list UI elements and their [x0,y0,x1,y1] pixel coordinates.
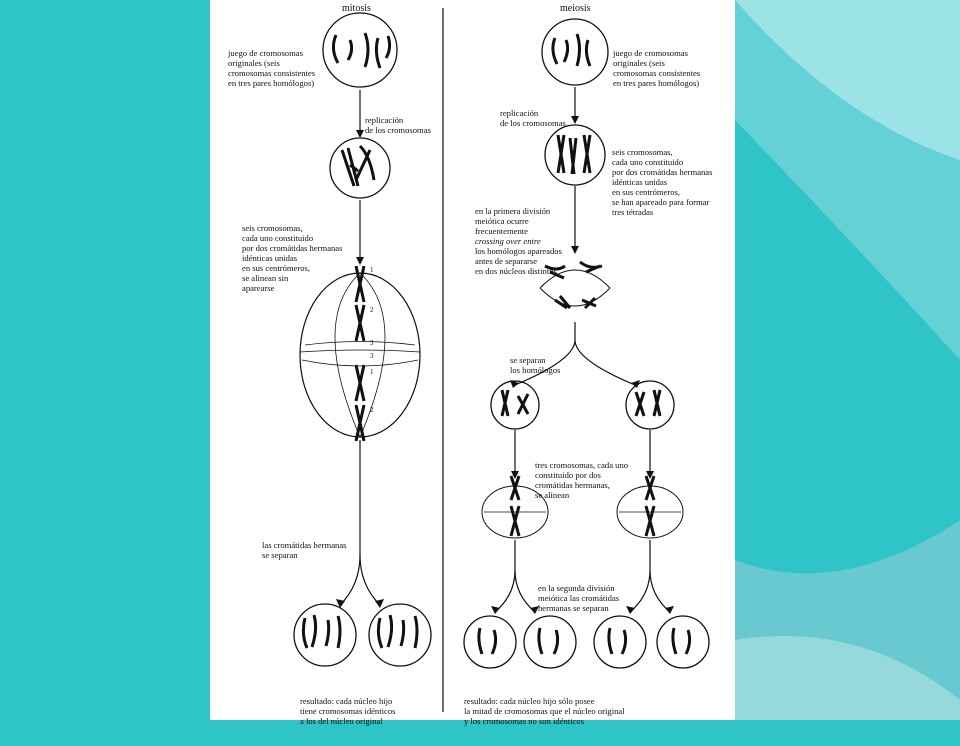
meiosis-branch-arrow-right [630,540,670,612]
label-2: 2 [370,306,374,314]
label-2: 2 [370,406,374,414]
label-1: 1 [370,368,374,376]
mitosis-daughter-cell-right [369,604,431,666]
mitosis-title: mitosis [342,4,371,14]
meiosis-title: meiosis [560,4,591,14]
label-1: 1 [370,266,374,274]
meiosis-daughter-cell-2 [626,381,674,429]
mitosis-meiosis-diagram: 1 2 3 3 1 2 [210,0,735,720]
meiosis-original-cell [542,19,608,85]
meiosis-final-cell-1 [464,616,516,668]
label-3: 3 [370,339,374,347]
meiosis-final-cell-4 [657,616,709,668]
label-3: 3 [370,352,374,360]
mitosis-original-cell [323,13,397,87]
meiosis-branch-arrow-left [495,540,535,612]
mitosis-daughter-cell-left [294,604,356,666]
